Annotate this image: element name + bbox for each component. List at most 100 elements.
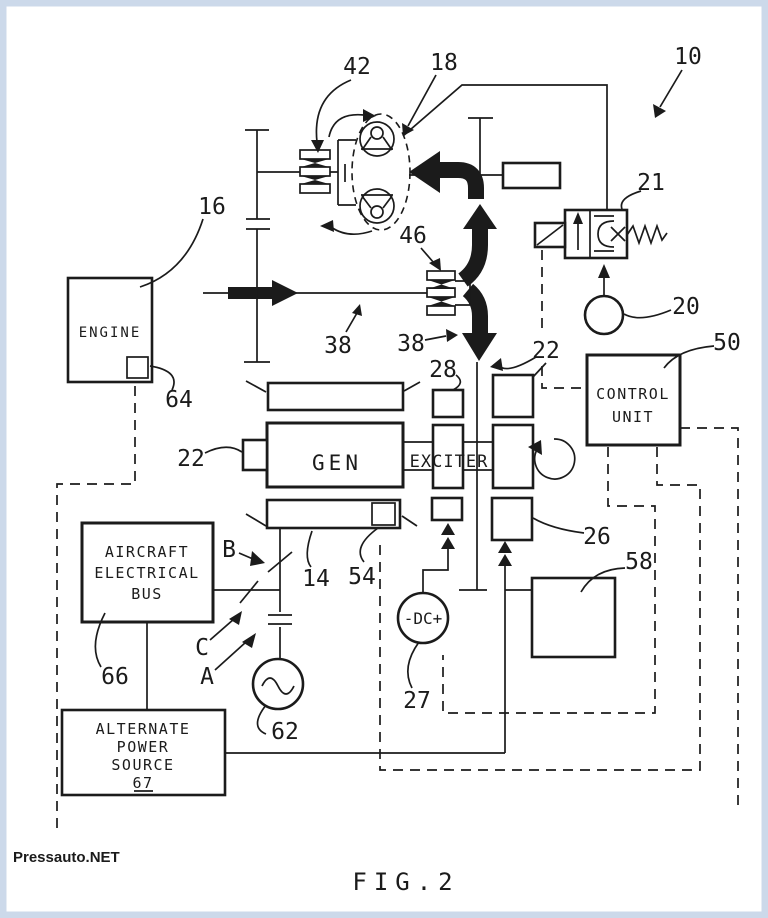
ref-50-pointer bbox=[663, 345, 715, 369]
pump-circle-20 bbox=[583, 294, 625, 336]
coupling-disc bbox=[299, 183, 331, 194]
ref-20-label: 20 bbox=[672, 294, 700, 320]
alternate-power-source: ALTERNATE POWER SOURCE 67 bbox=[60, 541, 532, 797]
bus-line1: AIRCRAFT bbox=[105, 543, 189, 561]
valve-inner-bracket bbox=[597, 220, 615, 248]
control-unit-line1: CONTROL bbox=[596, 385, 670, 403]
ref-64-pointer bbox=[149, 365, 175, 391]
aps-line-chevron-2 bbox=[498, 554, 512, 566]
valve-throttle-x bbox=[610, 226, 626, 242]
ref-38-flow-arrow bbox=[424, 335, 447, 341]
valve-dashed-line-to-control bbox=[541, 366, 587, 389]
thick-flow-arrows: 38 bbox=[397, 151, 497, 361]
coupling-bowtie bbox=[301, 159, 329, 167]
flow-arrow-up-head bbox=[463, 204, 497, 229]
gearbox-tick-bars bbox=[244, 129, 270, 363]
rotation-loop-arrowhead bbox=[528, 440, 542, 455]
switch-c-blade bbox=[239, 580, 259, 604]
ref-21-label: 21 bbox=[637, 170, 665, 196]
exciter-shaft-band bbox=[403, 441, 493, 471]
control-dashed-loop-right bbox=[680, 427, 739, 812]
stator-top-ticks bbox=[245, 380, 421, 393]
ref-42-pointer bbox=[315, 79, 352, 143]
control-dashed-loop-left bbox=[442, 447, 656, 714]
rectifier-line-22: 22 bbox=[459, 338, 560, 591]
switch-branch: B C A 62 bbox=[195, 528, 305, 745]
gen-box bbox=[265, 421, 405, 489]
ref-10-pointer bbox=[659, 69, 683, 108]
ref-18-pointer bbox=[407, 74, 437, 127]
ref-10-arrowhead bbox=[653, 104, 666, 118]
dc-wire-chevron-1 bbox=[441, 523, 455, 535]
dc-wire-chevron-2 bbox=[441, 537, 455, 549]
ref-62-label: 62 bbox=[271, 719, 299, 745]
control-unit-box bbox=[585, 353, 682, 447]
stator-top-bar bbox=[266, 381, 405, 412]
coupling-disc bbox=[426, 305, 456, 316]
switch-c-arrow bbox=[209, 618, 235, 641]
ref-21-pointer bbox=[620, 190, 642, 210]
dc-source: -DC+ 27 bbox=[396, 523, 455, 714]
engine-block: ENGINE 16 64 bbox=[66, 194, 226, 413]
engine-label: ENGINE bbox=[79, 325, 142, 341]
watermark: Pressauto.NET bbox=[13, 849, 120, 866]
aps-box bbox=[60, 708, 227, 797]
coupling-46: 46 bbox=[399, 223, 471, 316]
rotation-arrow-bottom-head bbox=[320, 220, 334, 232]
bus-line3: BUS bbox=[131, 585, 163, 603]
coupling-disc bbox=[426, 270, 456, 281]
ref-26-label: 26 bbox=[583, 524, 611, 550]
ref-38-flow-arrowhead bbox=[446, 329, 458, 342]
ref-20-pointer bbox=[623, 309, 672, 319]
ref-42-label: 42 bbox=[343, 54, 371, 80]
valve-spring bbox=[626, 223, 668, 246]
exciter-right-block bbox=[491, 423, 535, 490]
ref-18-label: 18 bbox=[430, 50, 458, 76]
ref-16-pointer bbox=[139, 218, 204, 288]
switch-a-arrowhead bbox=[242, 633, 256, 648]
dc-label: -DC+ bbox=[404, 609, 443, 628]
switch-b-blade bbox=[267, 551, 293, 573]
dashed-boundaries bbox=[56, 250, 739, 833]
ac-source-circle-62 bbox=[251, 657, 305, 711]
ref-27-pointer bbox=[406, 641, 420, 689]
ref-10-label: 10 bbox=[674, 44, 702, 70]
ref-38-shaft-label: 38 bbox=[324, 333, 352, 359]
switch-a-label: A bbox=[200, 664, 214, 690]
flow-arrow-left-head bbox=[409, 151, 440, 193]
ref-22-line-label: 22 bbox=[532, 338, 560, 364]
rotation-loop-arrow bbox=[533, 438, 576, 480]
ref-27-label: 27 bbox=[403, 688, 431, 714]
coupling-disc bbox=[299, 149, 331, 160]
shaft-power-arrow bbox=[228, 280, 298, 306]
control-unit: CONTROL UNIT 50 bbox=[585, 330, 741, 447]
ref-50-label: 50 bbox=[713, 330, 741, 356]
exciter-core-block bbox=[431, 423, 465, 490]
drive-shaft: 38 bbox=[203, 129, 428, 363]
tap-tick bbox=[468, 117, 493, 174]
switch-c-label: C bbox=[195, 635, 209, 661]
coupling-bracket bbox=[455, 280, 471, 306]
switch-c-arrowhead bbox=[229, 611, 242, 625]
ref-64-label: 64 bbox=[165, 387, 193, 413]
valve-and-pump: 21 20 10 bbox=[533, 44, 702, 336]
ref-46-label: 46 bbox=[399, 223, 427, 249]
aps-ref-67: 67 bbox=[132, 774, 153, 792]
ref-22-gen-label: 22 bbox=[177, 446, 205, 472]
engine-sensor-square-64 bbox=[126, 356, 149, 379]
ref-22-line-arrowhead bbox=[490, 358, 503, 371]
valve-box-21 bbox=[563, 208, 629, 260]
coupling-disc bbox=[299, 166, 331, 177]
rotation-arrow-top bbox=[328, 113, 365, 138]
exciter-assembly: EXCITER 28 26 bbox=[403, 357, 611, 550]
pmg-square-54 bbox=[371, 502, 396, 526]
rotor-to-valve-line bbox=[402, 84, 608, 210]
ref-38-shaft-arrow bbox=[345, 312, 358, 333]
ac-sine-wave bbox=[261, 677, 295, 695]
right-top-square-tick bbox=[532, 362, 547, 378]
dc-wire bbox=[422, 549, 449, 593]
ref-54-pointer bbox=[359, 527, 379, 563]
ref-66-pointer bbox=[94, 612, 106, 668]
